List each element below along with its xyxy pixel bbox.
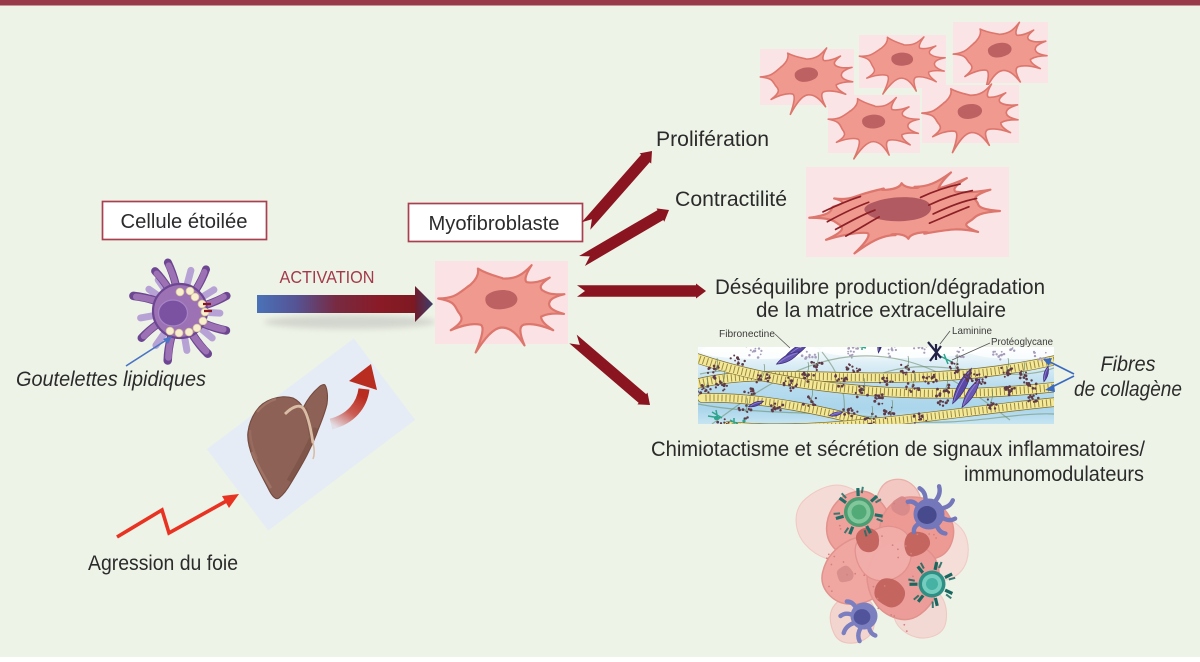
svg-text:Protéoglycane: Protéoglycane (991, 336, 1053, 348)
svg-text:Laminine: Laminine (952, 325, 992, 337)
svg-text:de la matrice extracellulaire: de la matrice extracellulaire (756, 299, 1006, 322)
svg-text:Contractilité: Contractilité (675, 188, 787, 211)
svg-text:Chimiotactisme et sécrétion de: Chimiotactisme et sécrétion de signaux i… (651, 438, 1145, 461)
svg-text:Déséquilibre production/dégrad: Déséquilibre production/dégradation (715, 276, 1045, 299)
svg-text:Prolifération: Prolifération (656, 128, 769, 151)
svg-text:de collagène: de collagène (1074, 378, 1182, 401)
svg-text:Fibres: Fibres (1101, 353, 1156, 376)
svg-text:immunomodulateurs: immunomodulateurs (964, 463, 1144, 486)
svg-text:Fibronectine: Fibronectine (719, 328, 775, 340)
svg-text:Agression du foie: Agression du foie (88, 552, 238, 575)
svg-text:Myofibroblaste: Myofibroblaste (429, 212, 560, 235)
svg-text:Goutelettes lipidiques: Goutelettes lipidiques (16, 368, 206, 391)
svg-text:ACTIVATION: ACTIVATION (280, 267, 375, 287)
svg-text:Cellule étoilée: Cellule étoilée (121, 210, 248, 233)
